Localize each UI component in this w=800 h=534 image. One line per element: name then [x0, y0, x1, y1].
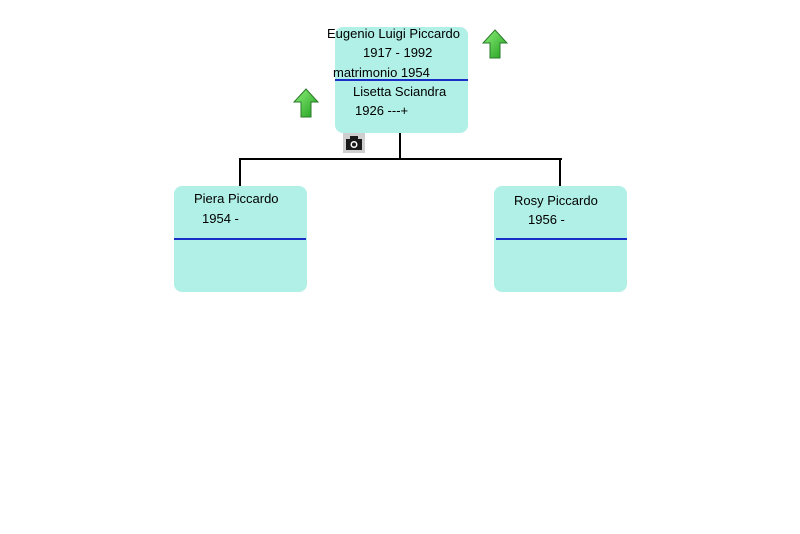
- child-dates: 1956 -: [528, 212, 565, 227]
- father-dates: 1917 - 1992: [363, 45, 433, 60]
- child-name[interactable]: Piera Piccardo: [194, 191, 279, 206]
- child-name[interactable]: Rosy Piccardo: [514, 193, 598, 208]
- child-connector-left: [239, 158, 241, 186]
- child-connector-right: [559, 158, 561, 186]
- mother-dates: 1926 ---+: [355, 103, 409, 118]
- sibling-connector-horizontal: [239, 158, 562, 160]
- child-divider: [174, 238, 306, 240]
- child-divider: [496, 238, 627, 240]
- camera-icon[interactable]: [343, 133, 365, 153]
- parent-connector-vertical: [399, 133, 401, 159]
- father-name[interactable]: Eugenio Luigi Piccardo: [327, 26, 460, 41]
- father-up-arrow-icon[interactable]: [482, 29, 508, 59]
- parents-divider: [335, 79, 468, 81]
- marriage-info: matrimonio 1954: [333, 65, 430, 80]
- child-dates: 1954 -: [202, 211, 239, 226]
- mother-name[interactable]: Lisetta Sciandra: [353, 84, 447, 99]
- mother-up-arrow-icon[interactable]: [293, 88, 319, 118]
